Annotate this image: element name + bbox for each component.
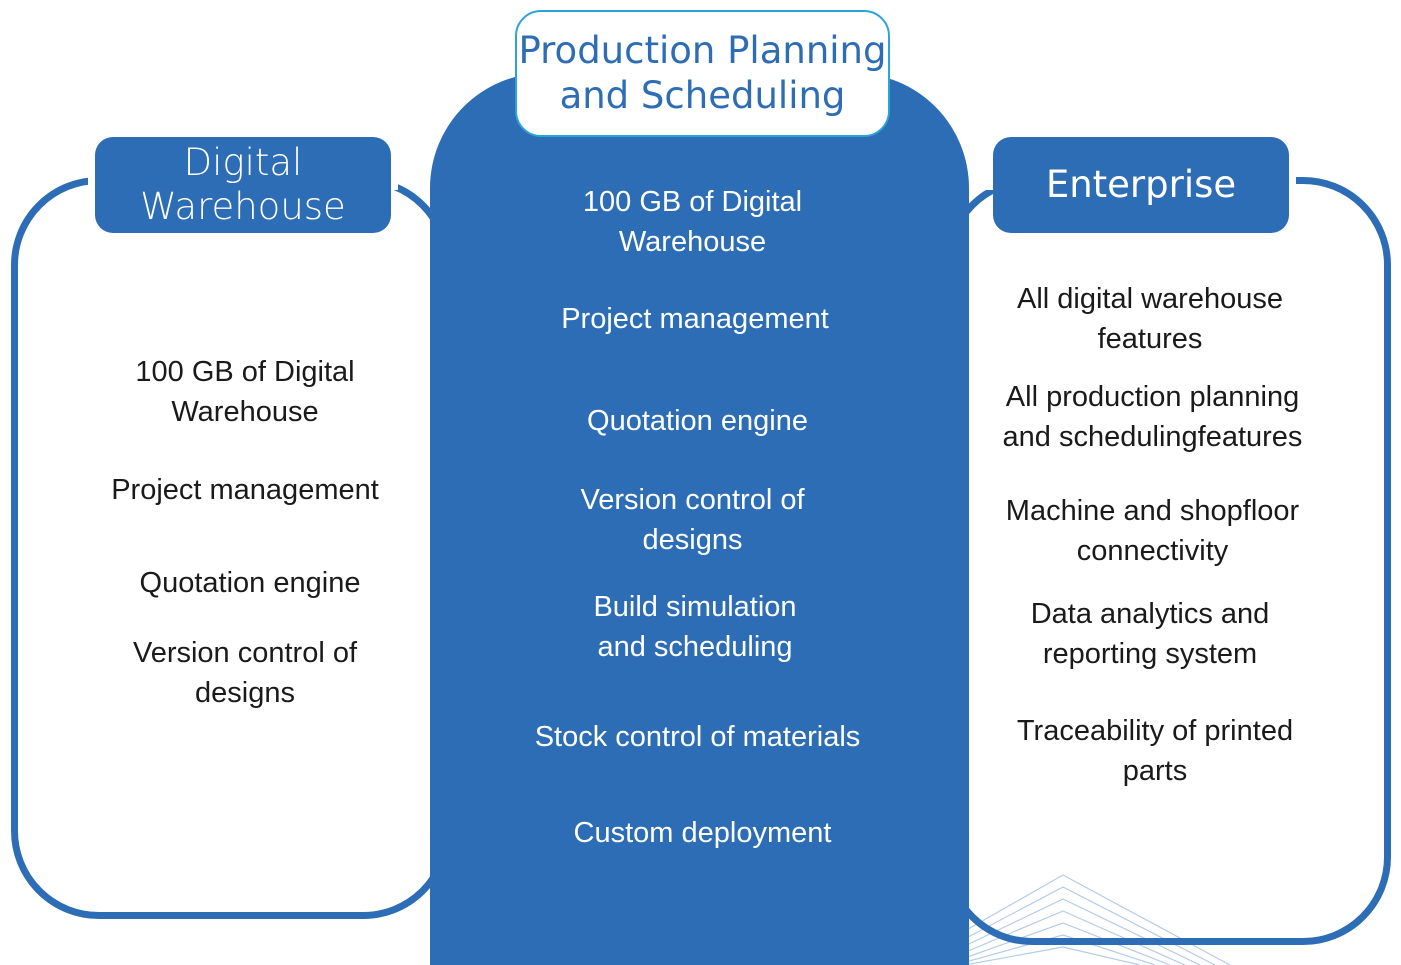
tier-left-title: Digital Warehouse	[95, 137, 391, 233]
tier-left-feature: Quotation engine	[139, 567, 361, 599]
tier-right-feature: Traceability of printed parts	[1016, 715, 1294, 787]
tier-center-title-text: Production Planning and Scheduling	[518, 29, 887, 117]
tier-center-feature: Custom deployment	[573, 817, 832, 849]
tier-right-feature: All production planning and schedulingfe…	[1002, 381, 1303, 453]
tier-center-feature: Project management	[561, 303, 829, 335]
tier-center-panel-bottom	[430, 820, 969, 965]
tier-left-feature: 100 GB of Digital Warehouse	[135, 356, 355, 428]
tier-right-feature: Machine and shopfloor connectivity	[1005, 495, 1300, 567]
tier-right-title-text: Enterprise	[1045, 162, 1237, 206]
tier-left-outline	[11, 177, 451, 919]
tier-left-feature: Version control of designs	[132, 637, 358, 709]
tier-right-feature: All digital warehouse features	[1017, 283, 1283, 355]
tier-center-feature: Build simulation and scheduling	[593, 591, 797, 663]
tier-right-feature: Data analytics and reporting system	[1030, 598, 1270, 670]
tier-center-title: Production Planning and Scheduling	[515, 10, 890, 137]
tier-center-feature: 100 GB of Digital Warehouse	[582, 186, 803, 258]
tier-left-feature: Project management	[111, 474, 379, 506]
tier-center-feature: Version control of designs	[580, 484, 805, 556]
tier-right-title: Enterprise	[993, 137, 1289, 233]
tier-center-feature: Stock control of materials	[534, 721, 861, 753]
tier-center-feature: Quotation engine	[587, 405, 808, 437]
tier-left-title-text: Digital Warehouse	[140, 140, 346, 228]
tier-center-panel	[430, 73, 969, 965]
